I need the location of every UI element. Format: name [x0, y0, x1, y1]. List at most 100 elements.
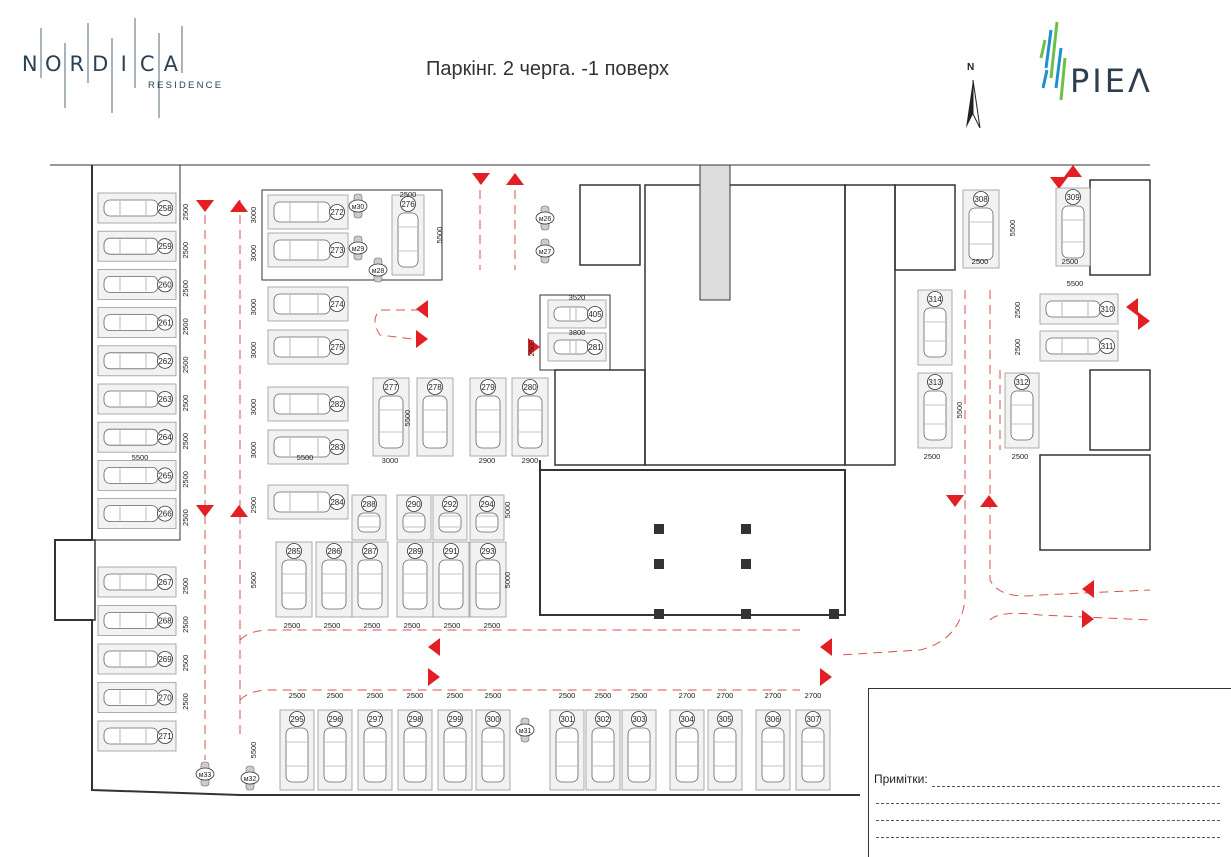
parking-spot: 260 — [97, 268, 177, 300]
walls — [50, 164, 1151, 796]
dimension-label: 2500 — [484, 621, 501, 630]
parking-spot: 312 — [1004, 372, 1040, 449]
spot-number: 271 — [158, 732, 172, 741]
dimension-label: 2500 — [181, 204, 190, 221]
spot-number: м30 — [352, 204, 365, 211]
parking-spot: 285 — [275, 541, 313, 618]
dimension-label: 2500 — [404, 621, 421, 630]
dimension-label: 2500 — [447, 691, 464, 700]
brand-letter: A — [163, 52, 178, 76]
notes-box — [868, 688, 1231, 857]
moto-spot: м31 — [515, 717, 535, 743]
spot-number: 263 — [158, 395, 172, 404]
piea-logo: PIEΛ — [1035, 18, 1195, 108]
dimension-label: 2500 — [527, 340, 536, 357]
parking-spot: 262 — [97, 345, 177, 377]
spot-number: 294 — [480, 500, 494, 509]
dimension-label: 3520 — [569, 293, 586, 302]
dimension-label: 2700 — [679, 691, 696, 700]
arrow-up-icon — [230, 200, 248, 212]
parking-spot: 267 — [97, 566, 177, 598]
spot-number: 275 — [330, 343, 344, 352]
dimension-label: 2500 — [181, 433, 190, 450]
spot-number: 295 — [290, 715, 304, 724]
brand-letter: N — [21, 52, 38, 76]
spot-number: 269 — [158, 655, 172, 664]
parking-spots: 2582592602612622632642652662672682692702… — [97, 187, 1119, 791]
spot-number: 299 — [448, 715, 462, 724]
spot-number: м29 — [352, 246, 365, 253]
spot-number: 290 — [407, 500, 421, 509]
parking-spot: 310 — [1039, 293, 1119, 325]
dimension-label: 3000 — [249, 207, 258, 224]
arrow-right-icon — [528, 338, 540, 356]
spot-number: 405 — [588, 310, 602, 319]
developer-wordmark: PIEΛ — [1070, 62, 1153, 100]
spot-number: м26 — [539, 216, 552, 223]
spot-number: 261 — [158, 319, 172, 328]
moto-spot: м26 — [535, 205, 555, 231]
dimension-label: 2500 — [181, 471, 190, 488]
parking-spot: 291 — [432, 541, 470, 618]
moto-spot: м32 — [240, 765, 260, 791]
parking-spot: 280 — [511, 377, 549, 457]
parking-spot: 261 — [97, 307, 177, 339]
spot-number: 304 — [680, 715, 694, 724]
arrow-left-icon — [820, 638, 832, 656]
dimension-label: 2500 — [444, 621, 461, 630]
dimension-label: 2500 — [284, 621, 301, 630]
nordica-logo: N O R D I C A RESIDENCE — [18, 18, 221, 118]
dimension-label: 2500 — [485, 691, 502, 700]
dimension-label: 2500 — [181, 395, 190, 412]
dimension-label: 3000 — [249, 245, 258, 262]
parking-spot: 278 — [416, 377, 454, 457]
parking-spot: 301 — [549, 709, 585, 791]
spot-number: 312 — [1015, 378, 1029, 387]
spot-number: 296 — [328, 715, 342, 724]
parking-spot: 274 — [267, 286, 349, 322]
parking-spot: 305 — [707, 709, 743, 791]
spot-number: 260 — [158, 280, 172, 289]
spot-number: 309 — [1066, 193, 1080, 202]
spot-number: 266 — [158, 510, 172, 519]
spot-number: м31 — [519, 728, 532, 735]
parking-spot: 309 — [1055, 187, 1091, 267]
spot-number: 272 — [330, 208, 344, 217]
notes-label: Примітки: — [874, 772, 928, 786]
spot-number: 274 — [330, 300, 344, 309]
dimension-label: 3000 — [382, 456, 399, 465]
arrow-right-icon — [1082, 610, 1094, 628]
parking-spot: 259 — [97, 230, 177, 262]
spot-number: 311 — [1101, 342, 1114, 351]
parking-spot: 290 — [396, 494, 432, 541]
dimension-label: 2500 — [181, 693, 190, 710]
spot-number: 267 — [158, 578, 172, 587]
parking-spot: 284 — [267, 484, 349, 520]
dimension-label: 5500 — [403, 410, 412, 427]
parking-spot: 276 — [391, 194, 425, 276]
dimension-label: 3000 — [249, 299, 258, 316]
direction-arrows — [196, 165, 1150, 686]
spot-number: 258 — [158, 204, 172, 213]
notes-line — [932, 786, 1220, 787]
dimension-label: 2500 — [400, 190, 417, 199]
spot-number: м33 — [199, 772, 212, 779]
dimension-label: 2900 — [522, 456, 539, 465]
arrow-up-icon — [506, 173, 524, 185]
dimension-label: 2500 — [631, 691, 648, 700]
dimension-label: 5500 — [132, 453, 149, 462]
dimension-label: 2500 — [364, 621, 381, 630]
moto-spot: м27 — [535, 238, 555, 264]
arrow-down-icon — [946, 495, 964, 507]
spot-number: 283 — [330, 443, 344, 452]
brand-letter: O — [44, 52, 62, 76]
spot-number: 270 — [158, 694, 172, 703]
parking-spot: 299 — [437, 709, 473, 791]
spot-number: м28 — [372, 268, 385, 275]
dimension-label: 5000 — [503, 572, 512, 589]
spot-number: 259 — [158, 242, 172, 251]
arrow-right-icon — [416, 330, 428, 348]
parking-spot: 265 — [97, 459, 177, 491]
north-label: N — [967, 62, 975, 73]
dimension-label: 5500 — [955, 402, 964, 419]
